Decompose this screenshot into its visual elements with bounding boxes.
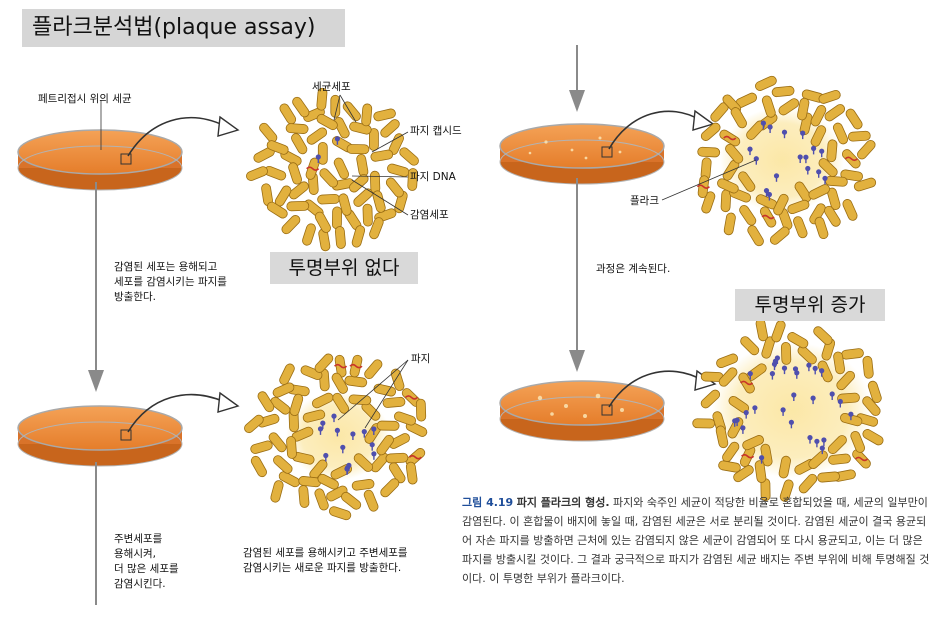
bacterium [416, 399, 426, 421]
bacterium [772, 86, 795, 97]
page-title: 플라크분석법(plaque assay) [22, 9, 345, 47]
label-continues: 과정은 계속된다. [596, 262, 670, 277]
bacterium [386, 163, 410, 178]
bacterium [245, 165, 269, 182]
bacterium [861, 428, 885, 447]
bacterium [301, 223, 316, 247]
bacterium [356, 154, 369, 177]
bacterium [328, 506, 352, 521]
bacterium [718, 460, 741, 473]
bacterium [856, 139, 877, 161]
caption-lead: 파지 플라크의 형성. [517, 496, 610, 509]
label-bacteria-cell: 세균세포 [312, 80, 351, 95]
bacterium [814, 216, 829, 240]
bacterium [812, 325, 834, 347]
label-infected-cell: 감염세포 [410, 208, 449, 223]
bacterium [771, 319, 787, 343]
bacterium [825, 176, 848, 187]
bacterium [693, 419, 715, 428]
bacterium [792, 215, 808, 239]
bacterium [768, 225, 791, 246]
label-phage: 파지 [411, 352, 430, 367]
bacterium [361, 104, 372, 127]
bacterium [828, 454, 851, 465]
bacterium [278, 362, 296, 386]
bacterium [286, 123, 309, 134]
highlight-clear-zone-increase: 투명부위 증가 [735, 289, 885, 321]
bacterium [250, 440, 274, 455]
bacterium [406, 462, 418, 485]
caption-body: 파지와 숙주인 세균이 적당한 비율로 혼합되었을 때, 세균의 일부만이 감염… [462, 496, 929, 585]
bacterium [363, 358, 384, 381]
bacterium [318, 142, 327, 164]
bacterium [344, 376, 367, 388]
petri-dish-3 [500, 124, 664, 184]
bacterium [349, 395, 372, 406]
label-plaque: 플라크 [630, 194, 659, 209]
petri-dish-2 [18, 406, 182, 466]
bacterium [352, 479, 375, 491]
bacteria-cluster-1 [245, 88, 420, 252]
flow-arrow-right-top [569, 45, 585, 112]
bacterium [333, 157, 350, 181]
bacterium [383, 397, 406, 408]
bacterium [340, 490, 363, 511]
bacteria-cluster-2 [243, 352, 429, 521]
bacterium [314, 210, 333, 234]
bacterium [818, 89, 842, 104]
bacterium [386, 453, 408, 463]
bacterium [270, 480, 284, 504]
bacterium [363, 204, 373, 226]
bacterium [363, 489, 380, 513]
bacterium [384, 176, 405, 199]
bacterium [841, 198, 858, 222]
bacterium [377, 421, 399, 430]
bacterium [723, 212, 736, 235]
bacterium [250, 455, 269, 479]
bacterium [286, 436, 297, 459]
bacterium [844, 107, 864, 130]
bacterium [848, 131, 871, 142]
bacteria-cluster-4 [693, 318, 885, 502]
bacterium [826, 139, 837, 162]
petri-dish-4 [500, 381, 664, 441]
bacterium [841, 348, 864, 360]
bacterium [341, 100, 362, 123]
bacterium [347, 144, 369, 153]
bacterium [258, 121, 279, 144]
bacteria-cluster-3 [697, 75, 877, 248]
bacterium [746, 224, 765, 247]
label-step1: 감염된 세포는 용해되고 세포를 감염시키는 파지를 방출한다. [114, 260, 227, 305]
flow-arrow-left [88, 182, 104, 392]
bacterium [781, 342, 791, 364]
highlight-no-clear-zone: 투명부위 없다 [270, 252, 418, 284]
figure-caption: 그림 4.19 파지 플라크의 형성. 파지와 숙주인 세균이 적당한 비율로 … [462, 493, 930, 588]
bacterium [817, 472, 840, 483]
label-phage-capsid: 파지 캡시드 [410, 124, 462, 139]
flow-arrow-right-middle [569, 178, 585, 372]
label-petri-dish: 페트리접시 위의 세균 [38, 92, 132, 107]
bacterium [373, 383, 396, 397]
bacterium [290, 132, 309, 156]
bacterium [398, 146, 421, 167]
bacterium [862, 356, 873, 379]
bacterium [287, 201, 309, 211]
label-phage-dna: 파지 DNA [410, 170, 456, 185]
bacterium [332, 207, 341, 229]
bacterium [823, 103, 846, 123]
label-step2b: 감염된 세포를 용해시키고 주변세포를 감염시키는 새로운 파지를 방출한다. [243, 546, 408, 576]
label-step2: 주변세포를 용해시켜, 더 많은 세포를 감염시킨다. [114, 532, 179, 592]
bacterium [697, 147, 719, 157]
bacterium [287, 162, 302, 186]
bacterium [298, 485, 309, 508]
bacterium [755, 318, 768, 341]
bacterium [335, 226, 346, 249]
bacterium [370, 171, 380, 193]
petri-dish-1 [18, 130, 182, 190]
bacterium [318, 167, 340, 189]
bacterium [379, 477, 401, 499]
caption-figure-number: 그림 4.19 [462, 496, 513, 509]
bacterium [317, 194, 339, 204]
